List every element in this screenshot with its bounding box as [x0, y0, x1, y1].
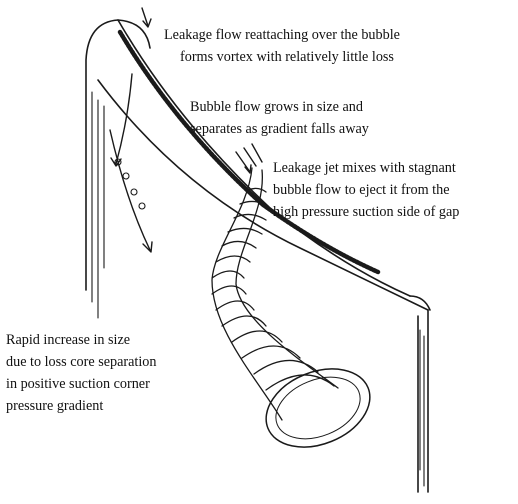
blade-outline: [86, 20, 430, 492]
vortex-outlet: [254, 354, 381, 461]
annotation-line: pressure gradient: [6, 398, 103, 414]
annotation-rapid-increase: Rapid increase in size due to loss core …: [6, 332, 157, 414]
annotation-leakage-reattach: Leakage flow reattaching over the bubble…: [164, 27, 400, 65]
leakage-arrow-low: [110, 130, 150, 250]
annotation-line: Bubble flow grows in size and: [190, 99, 363, 115]
annotation-line: due to loss core separation: [6, 354, 157, 370]
annotation-bubble-grows: Bubble flow grows in size and separates …: [190, 99, 370, 137]
annotation-line: Leakage flow reattaching over the bubble: [164, 27, 400, 43]
blade-hatching: [92, 92, 424, 486]
annotation-line: bubble flow to eject it from the: [273, 182, 450, 198]
annotation-line: Leakage jet mixes with stagnant: [273, 160, 456, 176]
vortex-outlet-inner: [267, 366, 370, 451]
annotation-line: separates as gradient falls away: [190, 121, 370, 137]
tip-vortex-trace: [120, 32, 378, 272]
annotation-line: high pressure suction side of gap: [273, 204, 459, 220]
annotation-line: forms vortex with relatively little loss: [180, 49, 394, 65]
jet-arrows: [236, 144, 262, 172]
annotation-line: in positive suction corner: [6, 376, 150, 392]
annotation-line: Rapid increase in size: [6, 332, 130, 348]
annotation-jet-mixes: Leakage jet mixes with stagnant bubble f…: [273, 160, 459, 220]
